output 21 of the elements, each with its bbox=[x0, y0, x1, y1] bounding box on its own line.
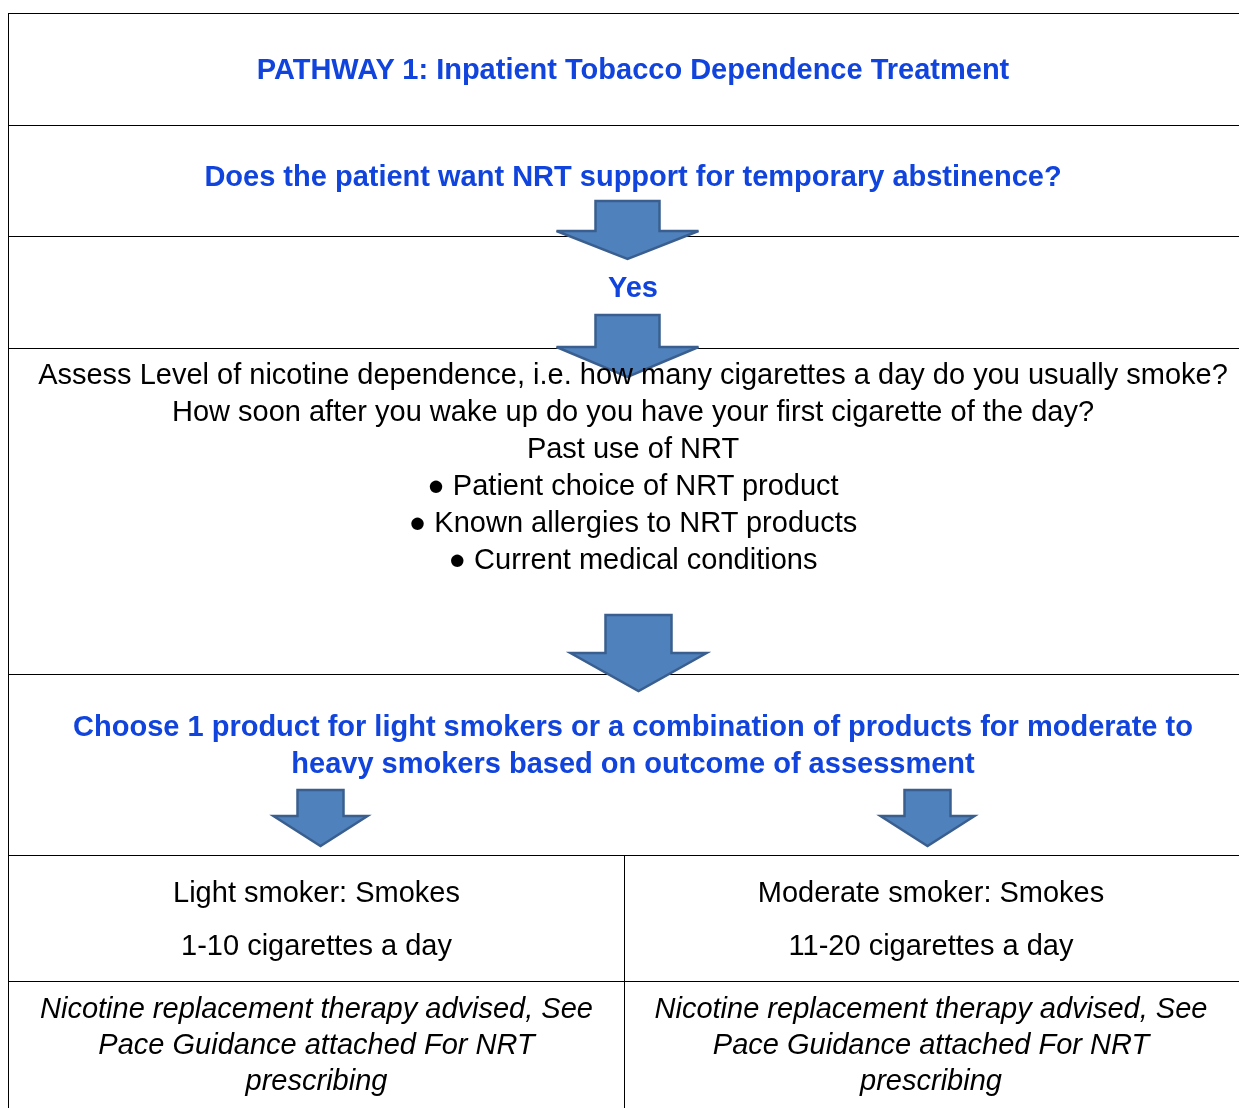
block-arrow bbox=[565, 613, 712, 693]
table-row bbox=[8, 13, 1239, 126]
body-text: Moderate smoker: Smokes bbox=[757, 874, 1105, 910]
body-text: Assess Level of nicotine dependence, i.e. how many cigarettes a day do you usually smoke? How soon after you wake up do you have your first cigarette of the day? bbox=[37, 356, 1229, 429]
block-arrow bbox=[555, 199, 700, 261]
block-arrow bbox=[876, 788, 979, 848]
heading-text: PATHWAY 1: Inpatient Tobacco Dependence Treatment bbox=[256, 52, 1010, 87]
block-arrow bbox=[555, 313, 700, 379]
body-text: 1-10 cigarettes a day bbox=[181, 927, 452, 963]
body-text: ● Patient choice of NRT product bbox=[427, 467, 839, 503]
heading-text: Does the patient want NRT support for temporary abstinence? bbox=[204, 158, 1062, 194]
note-text: Nicotine replacement therapy advised, See Pace Guidance attached For NRT prescribing bbox=[653, 991, 1209, 1098]
body-text: Light smoker: Smokes bbox=[173, 874, 460, 910]
heading-text: Choose 1 product for light smokers or a combination of products for moderate to heavy smokers based on outcome of assessment bbox=[72, 709, 1194, 781]
heading-text: Yes bbox=[608, 270, 658, 305]
body-text: Past use of NRT bbox=[526, 430, 740, 466]
block-arrow bbox=[269, 788, 372, 848]
body-text: ● Known allergies to NRT products bbox=[408, 504, 858, 540]
body-text: ● Current medical conditions bbox=[448, 541, 818, 577]
body-text: 11-20 cigarettes a day bbox=[788, 927, 1074, 963]
note-text: Nicotine replacement therapy advised, See Pace Guidance attached For NRT prescribing bbox=[39, 991, 594, 1098]
